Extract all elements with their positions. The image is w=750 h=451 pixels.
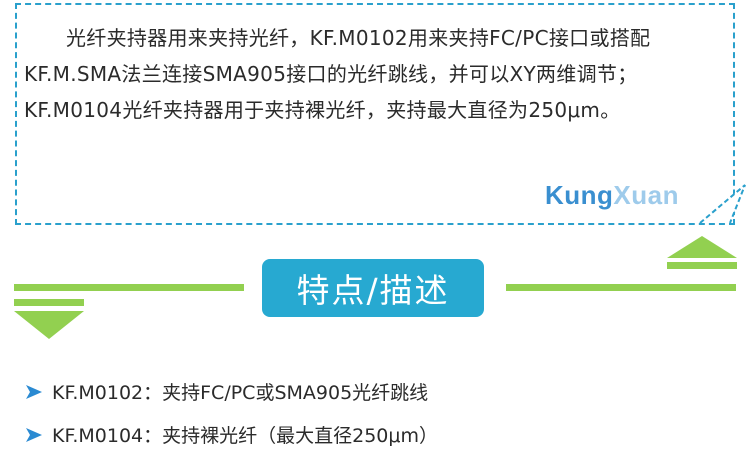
feature-item: KF.M0104：夹持裸光纤（最大直径250μm） [24,421,438,448]
feature-text: KF.M0104：夹持裸光纤（最大直径250μm） [52,425,438,447]
feature-item: KF.M0102：夹持FC/PC或SMA905光纤跳线 [24,378,428,405]
divider-line-right [506,284,736,291]
down-arrow-icon [14,299,84,339]
bullet-arrow-icon [26,427,42,442]
brand-logo-part1: Kung [545,180,614,210]
brand-logo: KungXuan [545,180,679,211]
intro-callout-box [15,3,735,225]
up-arrow-icon [667,236,737,269]
section-title: 特点/描述 [262,259,484,317]
brand-logo-part2: Xuan [613,180,679,210]
intro-paragraph: 光纤夹持器用来夹持光纤，KF.M0102用来夹持FC/PC接口或搭配KF.M.S… [24,26,651,122]
callout-tail-icon [699,184,746,224]
divider-line-left [14,284,244,291]
bullet-arrow-icon [26,384,42,399]
feature-text: KF.M0102：夹持FC/PC或SMA905光纤跳线 [52,382,429,404]
